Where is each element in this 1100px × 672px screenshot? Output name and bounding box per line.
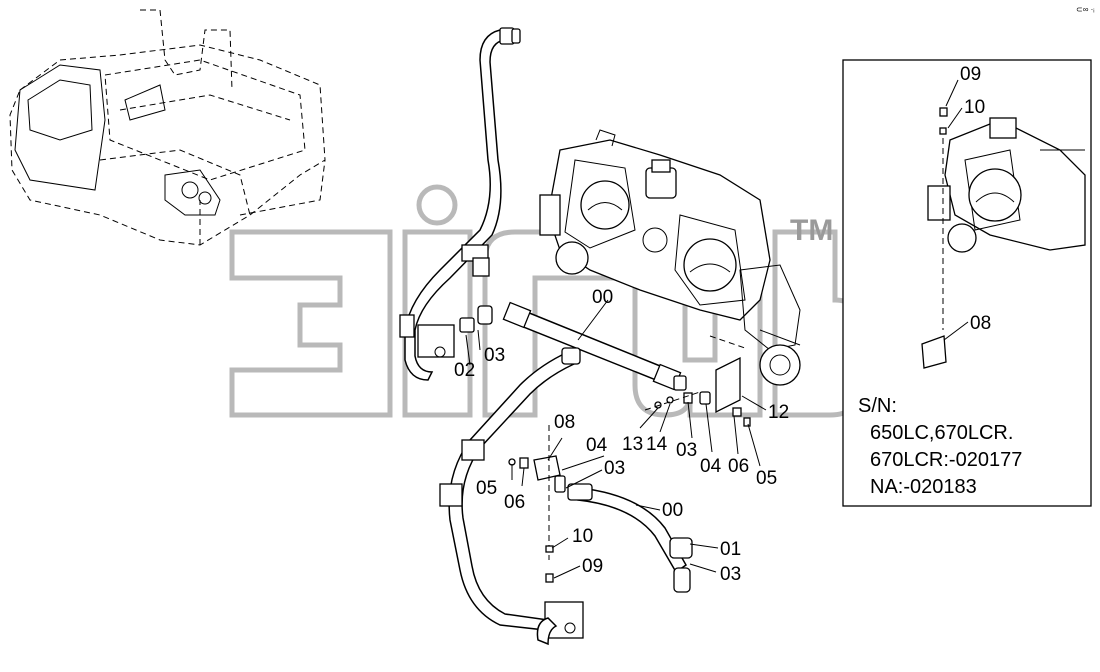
callout-10-lower: 10 (572, 526, 593, 547)
callout-08-lower: 08 (554, 412, 575, 433)
bracket-12 (709, 335, 746, 414)
inset-sn-label: S/N: (858, 395, 897, 417)
inset-callout-09: 09 (960, 64, 981, 85)
inset-callout-08: 08 (970, 313, 991, 334)
fitting-upper (459, 305, 493, 333)
callout-04-right: 04 (700, 456, 722, 477)
callout-05-lower: 05 (476, 478, 497, 499)
callout-09-lower: 09 (582, 556, 603, 577)
watermark-trademark: TM (790, 214, 833, 247)
inset-pump-drawing (921, 107, 1086, 369)
callout-00-upper: 00 (592, 287, 613, 308)
callout-00-lower: 00 (662, 500, 683, 521)
callout-02: 02 (454, 360, 475, 381)
upper-hose (399, 27, 521, 381)
callout-01: 01 (720, 539, 741, 560)
callout-03-bottom: 03 (720, 564, 741, 585)
pump-housing-assembly (539, 129, 801, 386)
inset-sn-line-1: 650LC,670LCR. (870, 422, 1013, 444)
callout-13: 13 (622, 434, 643, 455)
hardware-right (644, 391, 751, 427)
hose-00-upper (502, 301, 687, 391)
callout-03-upper: 03 (484, 345, 505, 366)
callout-labels: 00 03 02 12 13 14 03 04 06 05 08 04 03 0… (454, 287, 789, 585)
inset-sn-line-3: NA:-020183 (870, 476, 977, 498)
callout-03-right: 03 (676, 440, 697, 461)
inset-sn-line-2: 670LCR:-020177 (870, 449, 1022, 471)
callout-14: 14 (646, 434, 668, 455)
callout-04-lower: 04 (586, 435, 608, 456)
callout-12: 12 (768, 402, 789, 423)
callout-06-right: 06 (728, 456, 749, 477)
excavator-overview-drawing (9, 9, 326, 246)
leader-lines (465, 299, 767, 579)
lower-hose-long (439, 347, 584, 646)
callout-03-lower: 03 (604, 458, 625, 479)
inset-callout-10: 10 (964, 97, 985, 118)
callout-06-lower: 06 (504, 492, 525, 513)
callout-05-right: 05 (756, 468, 777, 489)
hose-00-lower (554, 475, 693, 593)
corner-mark: ⊂∞ ·ᵢ (1076, 5, 1095, 14)
inset-box: 09 10 08 S/N: 650LC,670LCR. 670LCR:-0201… (842, 59, 1092, 507)
